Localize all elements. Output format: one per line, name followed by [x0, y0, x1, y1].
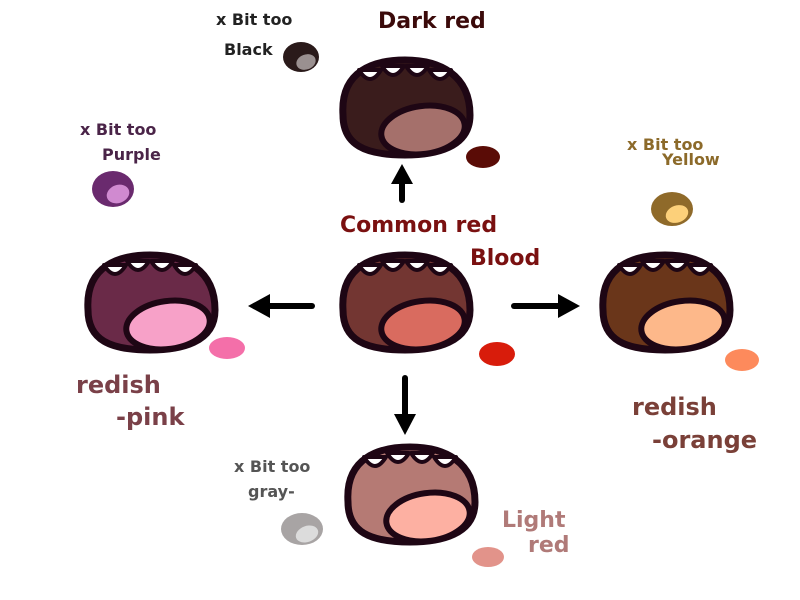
reject-swatch-too-black	[283, 42, 319, 72]
label-common-red-line-0: Common red	[340, 213, 497, 238]
reject-swatch-too-purple	[92, 171, 134, 207]
arrow-down	[394, 375, 416, 435]
teeth-icon	[357, 259, 453, 276]
label-dark-red-line-0: Dark red	[378, 9, 486, 34]
teeth-icon	[617, 259, 713, 276]
label-dark-red: Dark red	[378, 9, 486, 34]
color-swatch-dark-red	[466, 146, 500, 168]
color-swatch-light-red	[472, 547, 504, 567]
tongue	[378, 297, 468, 353]
color-swatch-redish-orange	[725, 349, 759, 371]
arrow-right	[511, 294, 580, 318]
label-too-gray-line-0: x Bit too	[234, 457, 310, 476]
label-too-yellow-line-0: x Bit too	[627, 135, 703, 154]
label-too-gray-line-1: gray-	[248, 482, 295, 501]
tongue	[638, 297, 728, 353]
label-redish-orange-line-1: -orange	[652, 426, 757, 454]
label-too-yellow-line-1: Yellow	[661, 150, 720, 169]
reject-swatch-too-gray	[281, 513, 323, 545]
teeth-icon	[362, 451, 458, 468]
label-redish-pink-line-0: redish	[76, 371, 161, 399]
mouth-redish-orange	[599, 251, 759, 371]
tongue	[123, 297, 213, 353]
label-too-gray: x Bit too gray-	[234, 457, 310, 501]
teeth-icon	[102, 259, 198, 276]
label-too-black-line-1: Black	[224, 40, 273, 59]
mouth-light-red	[344, 443, 504, 567]
reject-swatch-too-yellow	[651, 192, 693, 226]
teeth-icon	[357, 64, 453, 81]
label-redish-orange: redish -orange	[632, 393, 757, 454]
label-light-red-line-1: red	[528, 533, 570, 558]
label-light-red-line-0: Light	[502, 508, 566, 533]
arrow-up	[391, 164, 413, 203]
color-swatch-redish-pink	[209, 337, 245, 359]
mouth-common-red	[339, 251, 515, 366]
label-too-purple-line-0: x Bit too	[80, 120, 156, 139]
label-too-black-line-0: x Bit too	[216, 10, 292, 29]
mouth-dark-red	[339, 56, 500, 168]
tongue	[378, 102, 468, 158]
label-redish-pink: redish -pink	[76, 371, 185, 431]
label-too-purple-line-1: Purple	[102, 145, 161, 164]
label-redish-pink-line-1: -pink	[116, 403, 185, 431]
color-swatch-common-red	[479, 342, 515, 366]
label-redish-orange-line-0: redish	[632, 393, 717, 421]
arrow-left	[248, 294, 315, 318]
mouth-redish-pink	[84, 251, 245, 359]
tongue	[383, 489, 473, 545]
label-common-red-line-1: Blood	[470, 246, 540, 271]
